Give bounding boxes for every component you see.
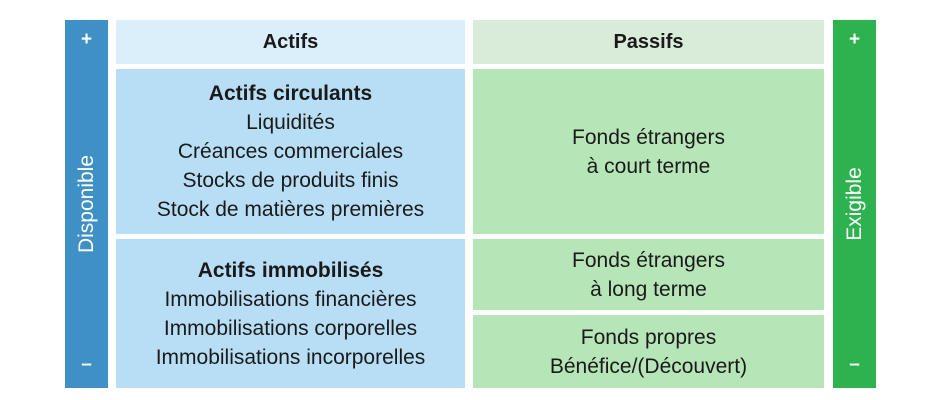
minus-sign-left: –: [81, 354, 92, 375]
actifs-immobilises-title: Actifs immobilisés: [197, 258, 384, 282]
actifs-immobilises-item: Immobilisations corporelles: [163, 316, 418, 340]
actifs-circulants-title: Actifs circulants: [208, 82, 373, 105]
passifs-header: Passifs: [473, 20, 824, 64]
actifs-circulants-box: Actifs circulants Liquidités Créances co…: [116, 69, 465, 234]
passif-line: Fonds propres: [580, 325, 717, 349]
passif-line: à court terme: [586, 154, 711, 178]
actifs-immobilises-item: Immobilisations financières: [164, 287, 417, 311]
passif-line: Bénéfice/(Découvert): [549, 354, 748, 378]
plus-sign-right: +: [848, 29, 861, 50]
actifs-header-label: Actifs: [262, 30, 319, 53]
actifs-immobilises-item: Immobilisations incorporelles: [155, 345, 426, 369]
actifs-immobilises-box: Actifs immobilisés Immobilisations finan…: [116, 239, 465, 388]
actifs-header: Actifs: [116, 20, 465, 64]
passif-line: à long terme: [590, 277, 707, 301]
plus-sign-left: +: [80, 29, 93, 50]
disponible-label: Disponible: [74, 154, 98, 254]
fonds-etrangers-long-terme-box: Fonds étrangers à long terme: [473, 239, 824, 310]
exigible-label: Exigible: [842, 167, 866, 241]
minus-sign-right: –: [849, 354, 860, 375]
passif-line: Fonds étrangers: [572, 125, 725, 149]
fonds-propres-box: Fonds propres Bénéfice/(Découvert): [473, 315, 824, 388]
actifs-circulants-item: Stock de matières premières: [156, 198, 425, 221]
passif-line: Fonds étrangers: [572, 248, 725, 272]
disponible-bar: + Disponible –: [65, 20, 108, 388]
fonds-etrangers-court-terme-box: Fonds étrangers à court terme: [473, 69, 824, 234]
passifs-header-label: Passifs: [613, 30, 684, 53]
exigible-bar: + Exigible –: [833, 20, 876, 388]
actifs-circulants-item: Créances commerciales: [177, 140, 404, 163]
actifs-circulants-item: Stocks de produits finis: [182, 169, 399, 192]
actifs-circulants-item: Liquidités: [246, 111, 335, 134]
